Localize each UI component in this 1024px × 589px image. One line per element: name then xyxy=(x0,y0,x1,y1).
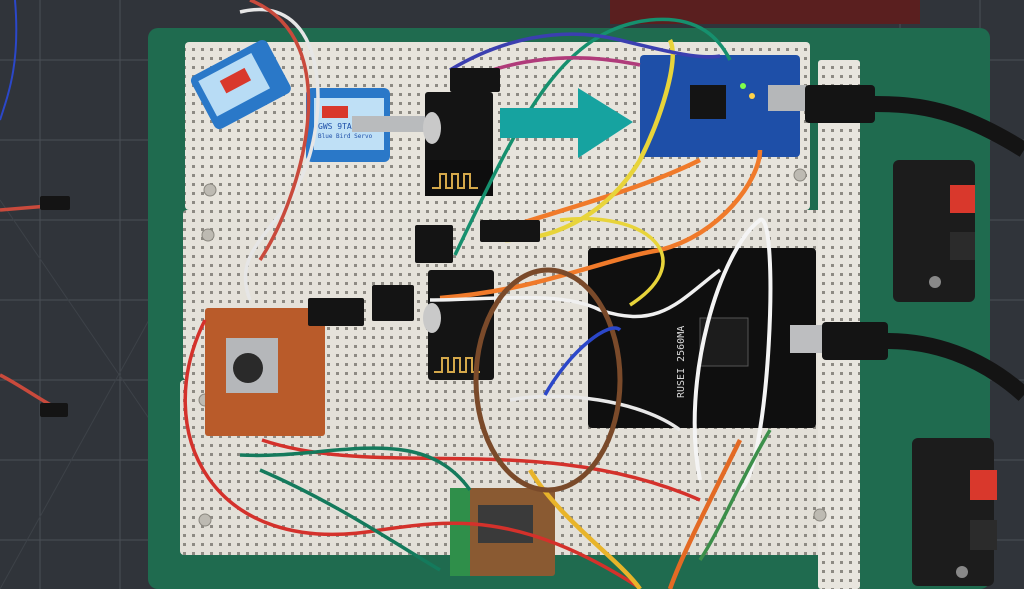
servo-motor-left xyxy=(190,39,291,130)
usb-cable-top xyxy=(805,85,1024,157)
speaker-terminal-top xyxy=(893,160,975,302)
joystick-protoboard xyxy=(205,308,325,436)
arduino-mega-board xyxy=(588,248,826,428)
arduino-nano-board xyxy=(640,55,806,157)
direction-arrow xyxy=(500,88,633,158)
regulator-protoboard xyxy=(450,488,555,576)
jumper-connectors xyxy=(40,68,540,417)
usb-cable-bottom xyxy=(822,322,1024,401)
radio-module-top xyxy=(423,92,493,196)
servo-motor-right xyxy=(306,88,390,162)
speaker-terminal-bottom xyxy=(912,438,997,586)
